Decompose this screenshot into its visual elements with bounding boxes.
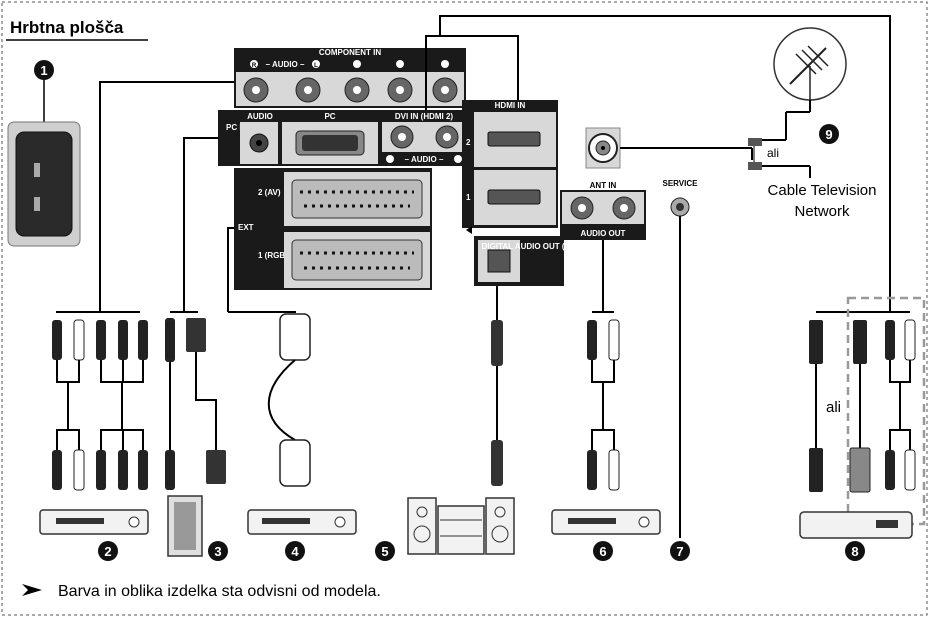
svg-text:3: 3 bbox=[214, 544, 221, 559]
pc-in-label: PC IN bbox=[226, 123, 248, 132]
dvi-audio-label: – AUDIO – bbox=[405, 155, 444, 164]
svg-text:9: 9 bbox=[825, 127, 832, 142]
pc-tower-icon bbox=[167, 495, 203, 557]
pc-label: PC bbox=[324, 112, 335, 121]
ext2-label: 2 (AV) bbox=[258, 188, 281, 197]
service-label: SERVICE bbox=[663, 179, 699, 188]
rca-cable-group-2 bbox=[52, 311, 148, 491]
hdmi-plug-icon bbox=[809, 320, 823, 364]
cable-tv-line1: Cable Television bbox=[768, 182, 877, 199]
component-in-label: COMPONENT IN bbox=[319, 48, 381, 57]
hdmi-in-block: HDMI IN 2 1 bbox=[462, 100, 558, 234]
settop-box-icon bbox=[799, 511, 913, 539]
optical-plug-icon bbox=[491, 320, 503, 366]
svg-text:5: 5 bbox=[381, 544, 388, 559]
vcr-icon bbox=[247, 509, 357, 535]
svg-text:8: 8 bbox=[851, 544, 858, 559]
optical-cable-group-5 bbox=[491, 320, 503, 486]
svg-text:6: 6 bbox=[599, 544, 606, 559]
svg-text:L: L bbox=[314, 63, 318, 69]
callout-4: 4 bbox=[285, 541, 305, 561]
pc-in-block: PC IN AUDIO PC bbox=[218, 110, 380, 166]
ali-bottom-label: ali bbox=[826, 399, 841, 416]
rca-cable-group-6 bbox=[587, 311, 620, 491]
digital-audio-label: DIGITAL AUDIO OUT (OPTICAL) bbox=[482, 242, 603, 251]
callout-6: 6 bbox=[593, 541, 613, 561]
vcr-icon bbox=[551, 509, 661, 535]
model-note: Barva in oblika izdelka sta odvisni od m… bbox=[58, 583, 381, 600]
dvi-in-label: DVI IN (HDMI 2) bbox=[395, 112, 454, 121]
ext-label: EXT bbox=[238, 223, 254, 232]
callout-5: 5 bbox=[375, 541, 395, 561]
ant-in-block: ANT IN bbox=[585, 127, 621, 190]
callout-3: 3 bbox=[208, 541, 228, 561]
audio-out-label: AUDIO OUT bbox=[581, 229, 626, 238]
ext1-label: 1 (RGB) bbox=[258, 251, 288, 260]
svg-text:4: 4 bbox=[291, 544, 299, 559]
callout-8: 8 bbox=[845, 541, 865, 561]
svg-text:7: 7 bbox=[676, 544, 683, 559]
ant-in-label: ANT IN bbox=[590, 181, 617, 190]
hifi-icon bbox=[407, 497, 515, 555]
callout-7: 7 bbox=[670, 541, 690, 561]
arrow-note-icon bbox=[22, 584, 42, 596]
scart-cable-icon bbox=[228, 311, 311, 487]
ext-block: EXT 2 (AV) 1 (RGB) bbox=[234, 168, 432, 290]
digital-audio-block: DIGITAL AUDIO OUT (OPTICAL) bbox=[474, 236, 603, 286]
ali-top-label: ali bbox=[767, 146, 779, 160]
audio-label: AUDIO bbox=[247, 112, 273, 121]
hdmi-in-label: HDMI IN bbox=[495, 101, 526, 110]
component-in-block: COMPONENT IN R – AUDIO – L bbox=[234, 48, 466, 108]
cable-tv-line2: Network bbox=[794, 203, 850, 220]
service-port: SERVICE bbox=[663, 179, 699, 217]
callout-9: 9 bbox=[819, 124, 839, 144]
coax-connector-icon bbox=[620, 100, 811, 178]
svg-text:2: 2 bbox=[104, 544, 111, 559]
vcr-icon bbox=[39, 509, 149, 535]
component-audio-label: – AUDIO – bbox=[266, 60, 305, 69]
dvi-plug-icon bbox=[849, 447, 871, 493]
vga-plug-icon bbox=[186, 318, 206, 352]
power-socket-icon bbox=[7, 121, 81, 247]
hdmi-2-label: 2 bbox=[466, 138, 471, 147]
callout-2: 2 bbox=[98, 541, 118, 561]
pc-cable-group-3 bbox=[165, 311, 226, 490]
audio-out-block: AUDIO OUT bbox=[560, 190, 646, 240]
dvi-in-block: DVI IN (HDMI 2) – AUDIO – bbox=[380, 110, 468, 166]
antenna-icon bbox=[773, 27, 847, 101]
page-title: Hrbtna plošča bbox=[10, 18, 124, 37]
callout-1: 1 bbox=[34, 60, 54, 80]
hdmi-1-label: 1 bbox=[466, 193, 471, 202]
svg-text:1: 1 bbox=[40, 63, 47, 78]
svg-text:R: R bbox=[252, 63, 257, 69]
